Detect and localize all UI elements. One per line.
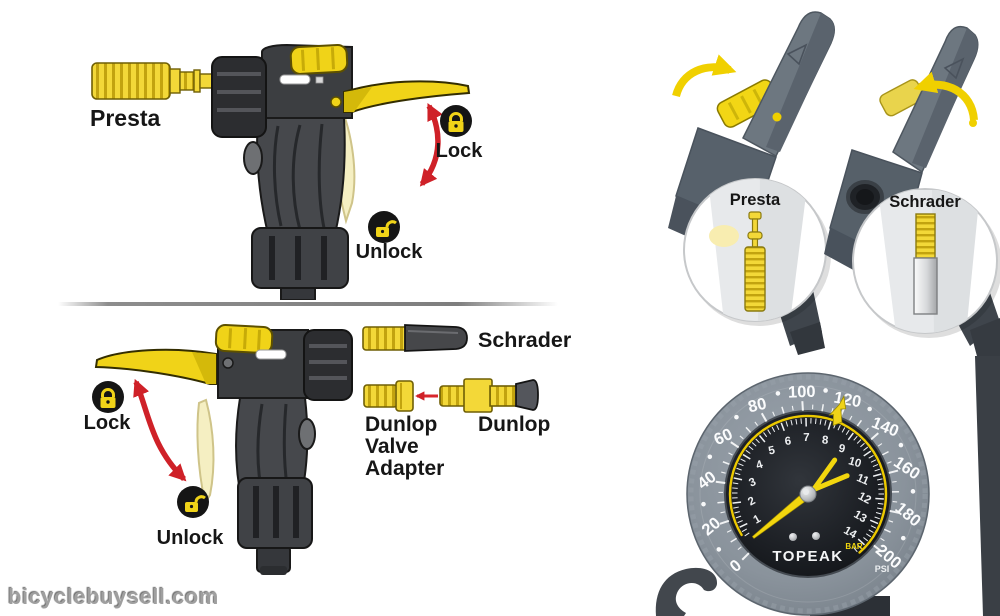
dunlop-adapter-label-line3: Adapter bbox=[365, 457, 444, 480]
lock-direction-arrow bbox=[419, 102, 443, 187]
lock-lever-up bbox=[343, 80, 471, 113]
presta-callout-label: Presta bbox=[730, 191, 781, 209]
dunlop-adapter-label-line2: Valve bbox=[365, 435, 419, 458]
pump-photo-schrader: Schrader bbox=[824, 25, 1000, 360]
svg-text:3: 3 bbox=[747, 476, 758, 490]
pivot-dot bbox=[330, 96, 342, 108]
rotate-clockwise-arrow-icon bbox=[672, 54, 737, 98]
schrader-label: Schrader bbox=[478, 328, 572, 352]
side-button bbox=[298, 418, 316, 450]
pump-photo-presta: Presta bbox=[668, 11, 835, 355]
pump-head-bottom bbox=[94, 324, 353, 575]
pump-hose-right bbox=[975, 356, 1000, 616]
presta-valve-vertical bbox=[744, 211, 766, 312]
unlock-icon bbox=[177, 486, 209, 518]
lock-icon bbox=[92, 381, 124, 413]
schrader-callout-label: Schrader bbox=[889, 193, 961, 211]
presta-valve-label: Presta bbox=[90, 105, 161, 131]
schrader-valve-vertical bbox=[913, 213, 938, 315]
gauge-brand: TOPEAK bbox=[772, 548, 843, 565]
svg-text:10: 10 bbox=[847, 455, 863, 470]
svg-text:6: 6 bbox=[784, 435, 792, 448]
lock-icon bbox=[440, 105, 472, 137]
panel-valve-photos: Presta bbox=[668, 11, 1000, 360]
panel-divider bbox=[58, 302, 558, 306]
rotate-counterclockwise-arrow-icon bbox=[913, 71, 978, 121]
svg-text:4: 4 bbox=[755, 458, 765, 472]
pivot-dot bbox=[772, 112, 782, 122]
thumb-knob bbox=[214, 324, 274, 354]
air-vent bbox=[255, 349, 287, 360]
svg-text:100: 100 bbox=[788, 383, 816, 402]
thumb-knob bbox=[289, 43, 349, 75]
svg-text:80: 80 bbox=[746, 395, 768, 417]
gauge-needle bbox=[751, 457, 850, 539]
triangle-mark bbox=[786, 43, 808, 66]
lock-label: Lock bbox=[84, 412, 132, 434]
dunlop-adapter-illustration bbox=[363, 380, 414, 412]
svg-text:8: 8 bbox=[821, 434, 829, 447]
svg-text:7: 7 bbox=[803, 432, 810, 444]
svg-text:11: 11 bbox=[855, 472, 871, 488]
side-button bbox=[243, 141, 263, 175]
gauge-psi-unit: PSI bbox=[875, 564, 890, 574]
dial-screw bbox=[812, 532, 820, 540]
svg-text:14: 14 bbox=[841, 525, 859, 542]
max-pressure-marker bbox=[828, 395, 847, 427]
watermark: bicyclebuysell.com bbox=[8, 584, 219, 609]
gauge-bar-unit: BAR bbox=[845, 542, 863, 551]
dunlop-adapter-label-line1: Dunlop bbox=[365, 413, 437, 436]
panel-presta-use: Presta bbox=[90, 43, 484, 300]
lock-lever-up bbox=[94, 348, 217, 385]
svg-text:2: 2 bbox=[746, 495, 757, 509]
pivot-dot bbox=[222, 357, 234, 369]
unlock-label: Unlock bbox=[157, 527, 225, 549]
svg-text:12: 12 bbox=[856, 490, 873, 507]
pump-head-top bbox=[211, 43, 471, 300]
lock-label: Lock bbox=[436, 140, 484, 162]
panel-schrader-use: Lock Unlock Schrader Dunl bbox=[84, 324, 572, 575]
triangle-mark bbox=[943, 57, 965, 80]
svg-text:13: 13 bbox=[851, 509, 868, 526]
schrader-valve-illustration bbox=[362, 324, 468, 352]
pivot-dot bbox=[969, 119, 977, 127]
unlock-label: Unlock bbox=[356, 241, 424, 263]
presta-valve-illustration bbox=[91, 62, 231, 100]
svg-text:5: 5 bbox=[767, 444, 776, 457]
dunlop-valve-illustration bbox=[439, 378, 539, 413]
dial-screw bbox=[789, 533, 797, 541]
pump-base-silhouette bbox=[655, 567, 718, 616]
dunlop-valve-label: Dunlop bbox=[478, 413, 550, 436]
lock-direction-arrow bbox=[133, 378, 187, 482]
svg-text:9: 9 bbox=[838, 443, 847, 456]
unlock-icon bbox=[368, 211, 400, 243]
air-vent bbox=[279, 74, 311, 85]
